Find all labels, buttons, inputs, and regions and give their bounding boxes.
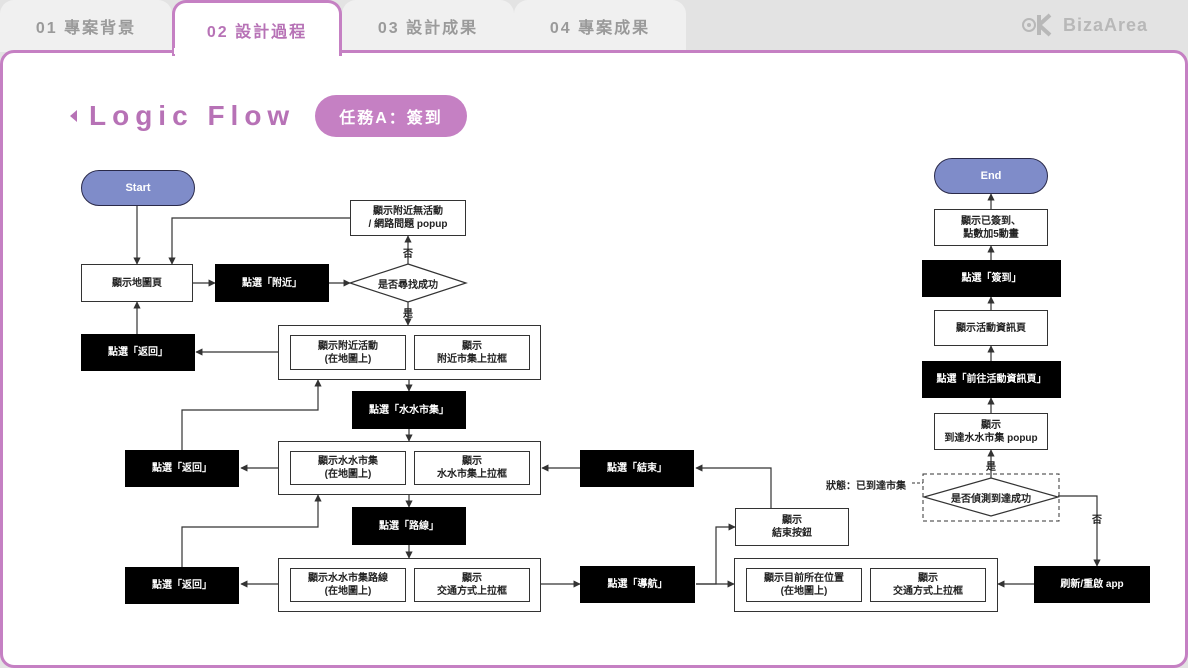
tap-nearby-node: 點選「附近」: [215, 264, 329, 302]
arrival-no-label: 否: [1092, 515, 1102, 526]
show-end-button-node: 顯示 結束按鈕: [735, 508, 849, 546]
show-checked-in-node: 顯示已簽到、 點數加5動畫: [934, 209, 1048, 246]
tab-project-results[interactable]: 04 專案成果: [514, 0, 686, 52]
tab-project-background[interactable]: 01 專案背景: [0, 0, 172, 52]
show-transport-sheet-node-2: 顯示 交通方式上拉框: [870, 568, 986, 602]
refresh-app-node: 刷新/重啟 app: [1034, 566, 1150, 603]
heading-marker-icon: [70, 110, 77, 122]
show-transport-sheet-node: 顯示 交通方式上拉框: [414, 568, 530, 602]
show-activity-page-node: 顯示活動資訊頁: [934, 310, 1048, 346]
search-success-label: 是否尋找成功: [378, 279, 438, 291]
tap-end-node: 點選「結束」: [580, 450, 694, 487]
edge-back3-to-group2: [181, 494, 322, 567]
brand-mark-icon: [1021, 13, 1052, 37]
show-arrival-popup-node: 顯示 到達水水市集 popup: [934, 413, 1048, 450]
task-badge: 任務A：簽到: [315, 95, 467, 137]
tap-route-node: 點選「路線」: [352, 507, 466, 545]
show-current-location-node: 顯示目前所在位置 (在地圖上): [746, 568, 862, 602]
brand-logo: BizaArea: [1021, 12, 1148, 38]
active-tab-joint: [174, 48, 338, 54]
arrival-yes-label: 是: [986, 462, 996, 473]
back-node-2: 點選「返回」: [125, 450, 239, 487]
state-arrived-note: 狀態：已到達市集: [826, 481, 906, 492]
show-market-node: 顯示水水市集 (在地圖上): [290, 451, 406, 485]
arrival-diamond: [921, 477, 1061, 517]
tap-go-activity-node: 點選「前往活動資訊頁」: [922, 361, 1061, 398]
tap-checkin-node: 點選「簽到」: [922, 260, 1061, 297]
show-map-node: 顯示地圖頁: [81, 264, 193, 302]
arrival-detected-label: 是否偵測到達成功: [951, 493, 1031, 505]
edge-arrival-no: [1058, 495, 1101, 567]
show-nearby-activity-node: 顯示附近活動 (在地圖上): [290, 335, 406, 370]
edge-popup-to-map: [168, 217, 350, 265]
tab-design-results[interactable]: 03 設計成果: [342, 0, 514, 52]
search-yes-label: 是: [403, 309, 413, 320]
show-market-sheet-node: 顯示 水水市集上拉框: [414, 451, 530, 485]
brand-name: BizaArea: [1062, 14, 1148, 35]
back-node-1: 點選「返回」: [81, 334, 195, 371]
back-node-3: 點選「返回」: [125, 567, 239, 604]
tap-navigate-node: 點選「導航」: [580, 566, 695, 603]
section-heading: Logic Flow 任務A：簽到: [70, 95, 467, 137]
no-activity-popup-node: 顯示附近無活動 / 網路問題 popup: [350, 200, 466, 236]
start-node: Start: [81, 170, 195, 206]
search-no-label: 否: [403, 249, 413, 260]
edge-end-button-to-tap-end: [695, 464, 772, 508]
edge-back2-to-group1: [181, 379, 322, 450]
end-node: End: [934, 158, 1048, 194]
page-title: Logic Flow: [89, 100, 296, 131]
tab-design-process[interactable]: 02 設計過程: [172, 0, 342, 56]
show-nearby-sheet-node: 顯示 附近市集上拉框: [414, 335, 530, 370]
edge-navigate-to-end-button: [696, 523, 736, 585]
search-success-diamond: [348, 263, 468, 303]
show-route-node: 顯示水水市集路線 (在地圖上): [290, 568, 406, 602]
tap-market-node: 點選「水水市集」: [352, 391, 466, 429]
